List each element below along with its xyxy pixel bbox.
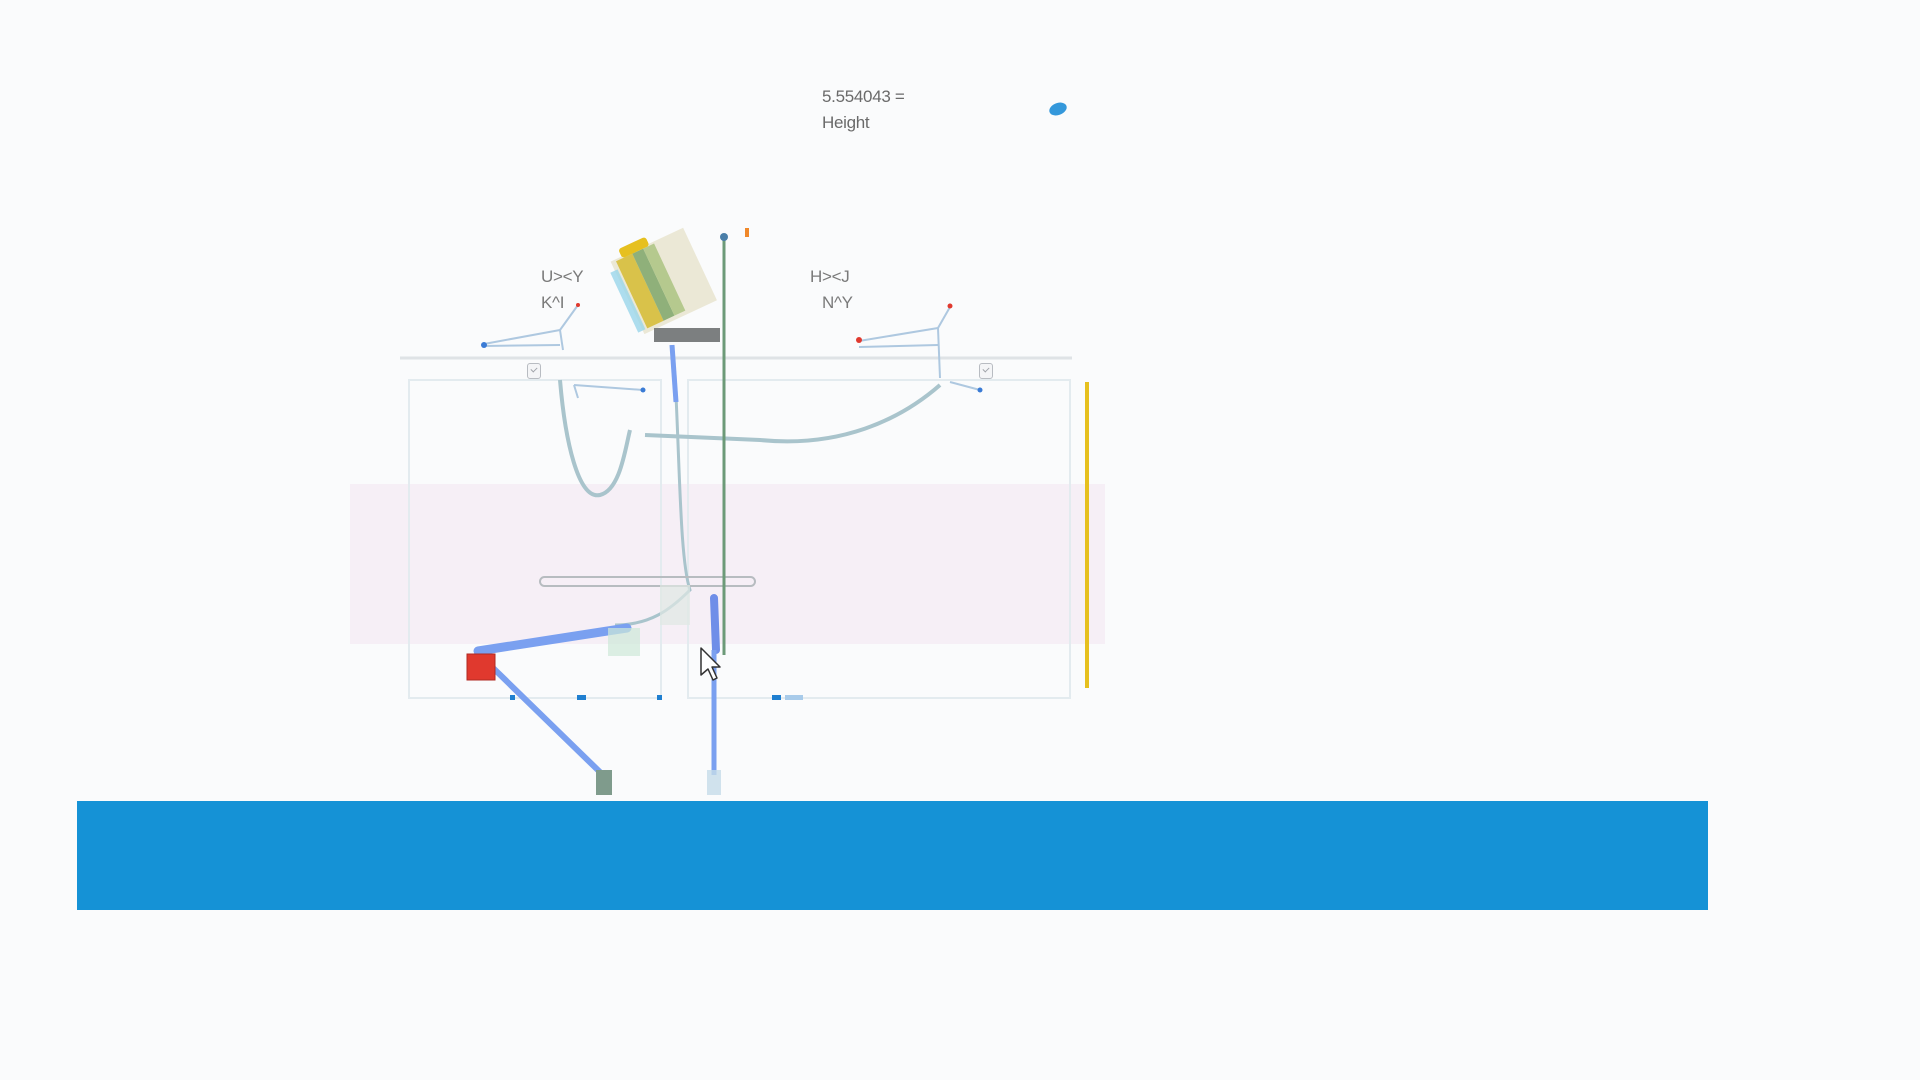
pole-top-knob (720, 233, 728, 241)
marker-dot (577, 695, 586, 700)
left-foot (596, 770, 612, 795)
right-rope (644, 383, 942, 444)
marker-dot (510, 695, 515, 700)
shin-limb (487, 662, 606, 778)
left-controls-line2: K^I (541, 293, 565, 312)
body-joint-pad (660, 585, 690, 625)
marker-dot (772, 695, 781, 700)
marker-dot (785, 695, 803, 700)
right-diagram-joint (856, 337, 862, 343)
thigh-limb (473, 623, 632, 656)
right-controls-line1: H><J (810, 267, 850, 286)
left-diagram-tip (576, 303, 580, 307)
height-readout: 5.554043 = Height (822, 84, 905, 136)
blue-ball (1049, 102, 1067, 116)
head-base (654, 328, 720, 342)
height-label: Height (822, 113, 870, 132)
left-diagram-end (640, 387, 646, 393)
height-value: 5.554043 = (822, 87, 905, 106)
red-target-marker (466, 653, 496, 681)
neck-segment (669, 344, 679, 403)
left-panel-frame (408, 379, 662, 699)
right-control-diagram (858, 306, 981, 391)
left-diagram-joint (481, 342, 487, 348)
marker-dot (657, 695, 662, 700)
right-diagram-tip (947, 303, 953, 309)
mouse-pointer-icon (700, 647, 721, 681)
head-block (610, 227, 717, 335)
left-controls-line1: U><Y (541, 267, 584, 286)
left-rope (558, 379, 632, 498)
pole-flag (745, 228, 749, 237)
right-controls-line2: N^Y (822, 293, 853, 312)
right-knee-segment (710, 594, 720, 654)
overlay-band (350, 484, 1105, 644)
balance-bar (539, 576, 756, 587)
left-control-diagram (483, 304, 644, 399)
hip-joint-pad (608, 628, 640, 656)
body-rope (614, 374, 692, 627)
ground-floor (77, 801, 1708, 910)
right-panel-frame (687, 379, 1071, 699)
left-controls-label: U><Y K^I (541, 264, 584, 316)
left-checkbox-icon[interactable] (527, 363, 541, 379)
right-checkbox-icon[interactable] (979, 363, 993, 379)
right-foot (707, 770, 721, 795)
right-diagram-end (977, 387, 983, 393)
right-controls-label: H><J N^Y (810, 264, 853, 316)
